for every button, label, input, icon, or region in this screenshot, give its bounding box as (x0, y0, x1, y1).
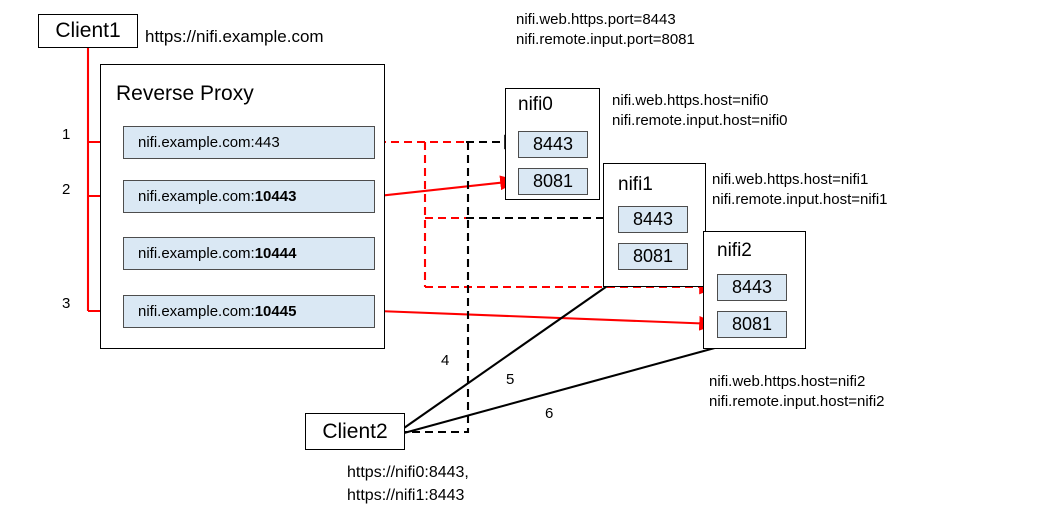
nifi1-port-8443[interactable]: 8443 (618, 206, 688, 233)
nifi0-properties: nifi.web.https.host=nifi0 nifi.remote.in… (612, 91, 788, 131)
proxy-entry-10444-label: nifi.example.com:10444 (138, 245, 297, 262)
proxy-entry-10444[interactable]: nifi.example.com:10444 (123, 237, 375, 270)
client2-label: Client2 (322, 419, 388, 443)
proxy-entry-443[interactable]: nifi.example.com:443 (123, 126, 375, 159)
client1-box[interactable]: Client1 (38, 14, 138, 48)
top-properties-line1: nifi.web.https.port=8443 (516, 11, 676, 28)
nifi0-port-8081[interactable]: 8081 (518, 168, 588, 195)
nifi2-properties: nifi.web.https.host=nifi2 nifi.remote.in… (709, 372, 885, 412)
nifi0-port-8081-label: 8081 (532, 171, 574, 191)
client2-to-nifi2-8081 (403, 334, 758, 435)
client2-url-line1: https://nifi0:8443, (347, 464, 469, 481)
proxy10443-to-nifi0-8081 (377, 175, 520, 198)
nifi2-port-8081-label: 8081 (731, 314, 773, 334)
nifi2-title: nifi2 (717, 240, 752, 261)
nifi2-port-8443[interactable]: 8443 (717, 274, 787, 301)
proxy10445-to-nifi2-8081 (377, 309, 719, 331)
nifi0-properties-line2: nifi.remote.input.host=nifi0 (612, 111, 788, 129)
client2-dashed-route (404, 142, 470, 434)
nifi2-properties-line2: nifi.remote.input.host=nifi2 (709, 392, 885, 410)
nifi2-port-8081[interactable]: 8081 (717, 311, 787, 338)
top-properties-line2: nifi.remote.input.port=8081 (516, 30, 695, 48)
client2-url-line2: https://nifi1:8443 (347, 487, 465, 505)
proxy-entry-10445[interactable]: nifi.example.com:10445 (123, 295, 375, 328)
nifi1-port-8081-label: 8081 (632, 246, 674, 266)
nifi1-port-8081[interactable]: 8081 (618, 243, 688, 270)
nifi2-properties-line1: nifi.web.https.host=nifi2 (709, 373, 866, 390)
reverse-proxy-title: Reverse Proxy (116, 82, 254, 105)
proxy-entry-443-label: nifi.example.com:443 (138, 134, 280, 151)
client2-urls: https://nifi0:8443, https://nifi1:8443 (347, 461, 469, 507)
client1-url: https://nifi.example.com (145, 27, 324, 46)
nifi1-properties-line2: nifi.remote.input.host=nifi1 (712, 190, 888, 208)
nifi1-properties: nifi.web.https.host=nifi1 nifi.remote.in… (712, 170, 888, 210)
top-properties: nifi.web.https.port=8443 nifi.remote.inp… (516, 10, 695, 50)
client2-to-nifi1-8081 (403, 266, 635, 429)
nifi1-title: nifi1 (618, 174, 653, 195)
connection-number-1: 1 (62, 126, 71, 143)
client2-box[interactable]: Client2 (305, 413, 405, 450)
nifi1-properties-line1: nifi.web.https.host=nifi1 (712, 171, 869, 188)
proxy-entry-10445-label: nifi.example.com:10445 (138, 303, 297, 320)
nifi0-properties-line1: nifi.web.https.host=nifi0 (612, 92, 769, 109)
proxy-entry-10443-label: nifi.example.com:10443 (138, 188, 297, 205)
proxy-entry-10443[interactable]: nifi.example.com:10443 (123, 180, 375, 213)
nifi2-port-8443-label: 8443 (731, 277, 773, 297)
nifi0-port-8443-label: 8443 (532, 134, 574, 154)
nifi0-port-8443[interactable]: 8443 (518, 131, 588, 158)
nifi0-title: nifi0 (518, 94, 553, 115)
connection-number-6: 6 (545, 405, 554, 422)
connection-number-2: 2 (62, 181, 71, 198)
connection-number-5: 5 (506, 371, 515, 388)
connection-number-3: 3 (62, 295, 71, 312)
client1-label: Client1 (55, 19, 121, 42)
connection-number-4: 4 (441, 352, 450, 369)
nifi1-port-8443-label: 8443 (632, 209, 674, 229)
